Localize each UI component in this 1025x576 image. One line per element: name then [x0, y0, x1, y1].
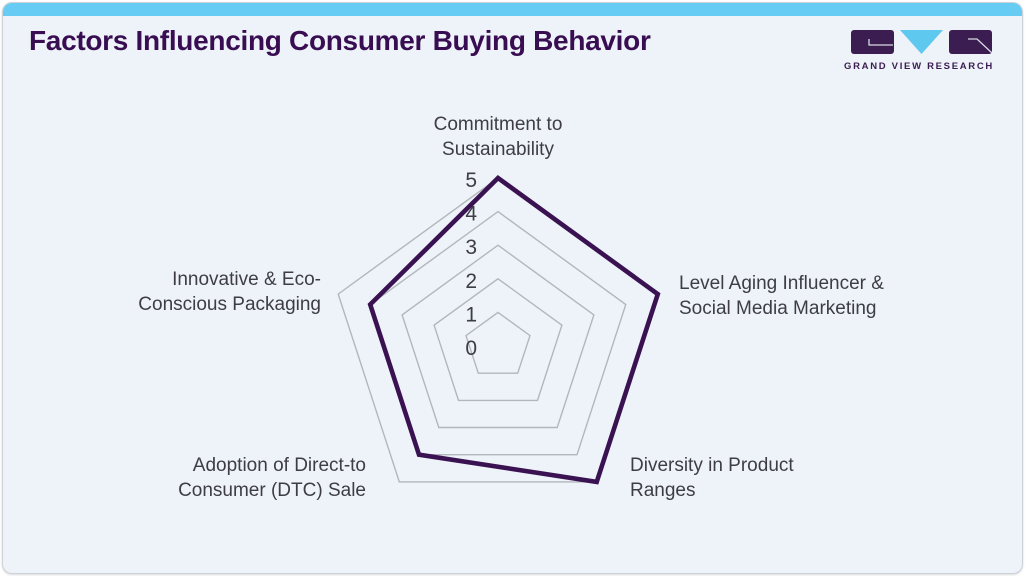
logo-r-glyph: [968, 38, 993, 54]
logo-v-triangle-icon: [900, 30, 943, 54]
radar-tick-label-3: 3: [465, 236, 477, 259]
radar-tick-label-5: 5: [465, 169, 477, 192]
logo-g-block: [851, 30, 894, 54]
axis-label-commitment-to-sustainability: Commitment to Sustainability: [433, 114, 563, 160]
axis-label-diversity-in-product-ranges: Diversity in Product Ranges: [630, 455, 794, 501]
axis-label-influencer-social-media-marketing: Level Aging Influencer & Social Media Ma…: [679, 273, 884, 319]
gvr-logo: GRAND VIEW RESEARCH: [844, 29, 994, 74]
radar-tick-label-0: 0: [465, 337, 477, 360]
logo-r-block: [949, 30, 992, 54]
axis-label-adoption-of-dtc-sale: Adoption of Direct-to Consumer (DTC) Sal…: [178, 455, 366, 501]
radar-gridline-3: [401, 244, 595, 429]
radar-gridline-2: [433, 277, 563, 402]
radar-chart: 0 1 2 3 4 5: [337, 169, 661, 485]
axis-label-eco-conscious-packaging: Innovative & Eco- Conscious Packaging: [138, 269, 321, 315]
gvr-logo-mark: [851, 30, 993, 54]
radar-data-polygon: [367, 174, 661, 485]
radar-tick-label-1: 1: [465, 303, 477, 326]
radar-gridline-4: [369, 210, 627, 456]
logo-g-glyph: [868, 39, 893, 46]
page-title: Factors Influencing Consumer Buying Beha…: [29, 25, 651, 56]
radar-tick-label-4: 4: [465, 203, 477, 226]
gvr-logo-wordmark: GRAND VIEW RESEARCH: [843, 61, 994, 72]
radar-gridline-1: [465, 311, 531, 374]
top-accent-bar: [3, 3, 1022, 16]
radar-tick-label-2: 2: [465, 270, 477, 293]
